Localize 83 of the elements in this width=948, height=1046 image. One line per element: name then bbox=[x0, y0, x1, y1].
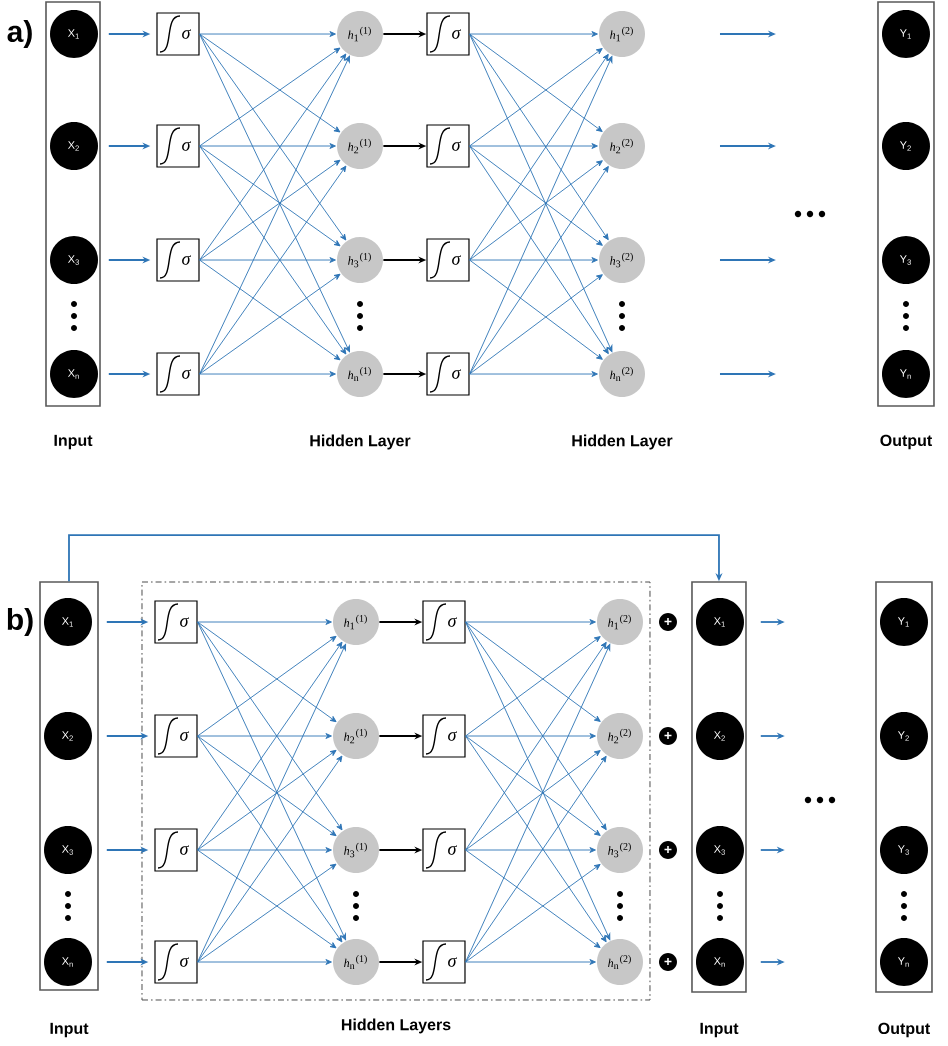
sigmoid-box: σ bbox=[154, 714, 198, 758]
arrow bbox=[197, 621, 337, 723]
arrow bbox=[465, 636, 601, 737]
sigmoid-box: σ bbox=[426, 124, 470, 168]
arrow bbox=[465, 959, 596, 965]
arrow bbox=[469, 53, 609, 261]
sigmoid-box: σ bbox=[156, 12, 200, 56]
sigmoid-box: σ bbox=[422, 714, 466, 758]
sigmoid-box: σ bbox=[154, 940, 198, 984]
panel-letter: b) bbox=[7, 608, 33, 636]
arrow bbox=[465, 755, 607, 963]
arrow bbox=[197, 641, 343, 851]
arrow bbox=[465, 750, 601, 851]
layer-label: Hidden Layer bbox=[572, 434, 673, 450]
arrow bbox=[469, 145, 609, 355]
arrow bbox=[199, 371, 336, 377]
arrow bbox=[469, 145, 603, 246]
arrow bbox=[197, 621, 343, 831]
arrow bbox=[197, 735, 343, 943]
arrow bbox=[469, 160, 603, 261]
sigmoid-box: σ bbox=[156, 352, 200, 396]
arrow bbox=[199, 159, 341, 261]
arrow bbox=[465, 863, 601, 963]
layer-label: Hidden Layer bbox=[310, 434, 411, 450]
arrow bbox=[469, 371, 598, 377]
arrow bbox=[465, 735, 607, 943]
layer-label: Input bbox=[700, 1022, 739, 1038]
arrow bbox=[199, 33, 341, 133]
arrow bbox=[469, 33, 603, 132]
arrow bbox=[197, 959, 332, 965]
arrow bbox=[197, 847, 332, 853]
arrow bbox=[197, 635, 337, 737]
layer-label: Input bbox=[54, 434, 93, 450]
arrow bbox=[469, 259, 603, 360]
arrow bbox=[199, 143, 336, 149]
arrow bbox=[465, 621, 607, 831]
arrow bbox=[465, 733, 596, 739]
sigmoid-box: σ bbox=[156, 238, 200, 282]
arrow bbox=[199, 145, 341, 247]
arrow bbox=[199, 53, 347, 261]
panel-letter: a) bbox=[7, 20, 32, 48]
arrow bbox=[199, 273, 341, 375]
sigmoid-box: σ bbox=[156, 124, 200, 168]
arrow bbox=[197, 619, 332, 625]
arrow bbox=[469, 33, 609, 241]
layer-label: Input bbox=[50, 1022, 89, 1038]
arrow bbox=[469, 31, 598, 37]
sigmoid-box: σ bbox=[426, 238, 470, 282]
arrow bbox=[465, 847, 596, 853]
arrow bbox=[199, 145, 347, 355]
layer-label: Hidden Layers bbox=[341, 1018, 451, 1034]
sigmoid-box: σ bbox=[426, 352, 470, 396]
arrow bbox=[465, 849, 601, 949]
arrow bbox=[199, 165, 347, 375]
sigmoid-box: σ bbox=[422, 600, 466, 644]
arrow bbox=[469, 165, 609, 375]
sigmoid-box: σ bbox=[154, 600, 198, 644]
arrow bbox=[469, 274, 603, 375]
arrow bbox=[465, 735, 601, 836]
arrow bbox=[197, 735, 337, 837]
arrow bbox=[199, 257, 336, 263]
arrow bbox=[469, 257, 598, 263]
sigmoid-box: σ bbox=[422, 940, 466, 984]
arrow bbox=[199, 33, 347, 241]
arrow bbox=[465, 641, 607, 851]
arrow bbox=[199, 31, 336, 37]
arrow bbox=[465, 621, 601, 722]
arrow bbox=[197, 733, 332, 739]
arrow bbox=[465, 619, 596, 625]
arrow bbox=[199, 47, 341, 147]
layer-label: Output bbox=[878, 1022, 930, 1038]
sigmoid-box: σ bbox=[422, 828, 466, 872]
arrow bbox=[199, 259, 341, 361]
layer-label: Output bbox=[880, 434, 932, 450]
arrow bbox=[197, 749, 337, 851]
arrow bbox=[197, 755, 343, 963]
arrow bbox=[469, 48, 603, 147]
sigmoid-box: σ bbox=[426, 12, 470, 56]
arrow bbox=[197, 849, 337, 949]
sigmoid-box: σ bbox=[154, 828, 198, 872]
arrow bbox=[68, 534, 723, 583]
arrow bbox=[469, 143, 598, 149]
arrow bbox=[197, 863, 337, 963]
